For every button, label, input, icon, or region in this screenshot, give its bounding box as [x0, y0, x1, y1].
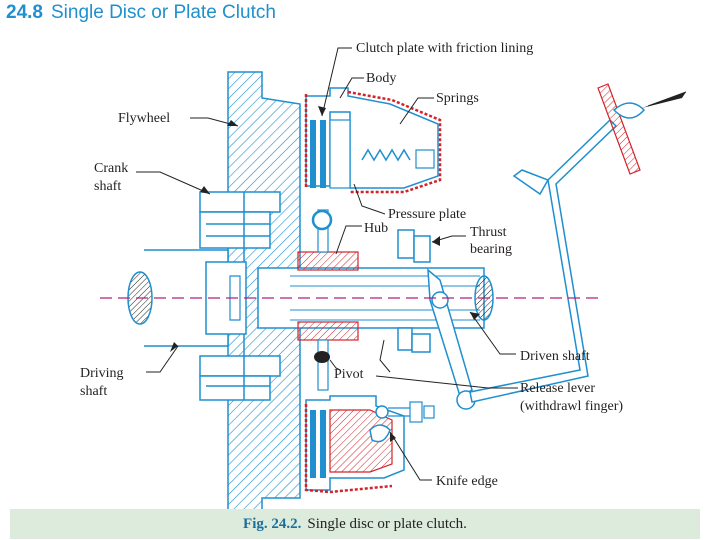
crank-shaft-flange — [199, 191, 281, 401]
pivot-black — [314, 351, 330, 363]
label-driven-shaft: Driven shaft — [520, 349, 590, 364]
label-crank-1: Crank — [94, 161, 128, 176]
label-thrust-1: Thrust — [470, 225, 507, 240]
label-release-lever-2: (withdrawl finger) — [520, 399, 623, 414]
figure-caption: Fig. 24.2. Single disc or plate clutch. — [10, 509, 700, 539]
section-heading: 24.8 Single Disc or Plate Clutch — [6, 2, 276, 24]
label-release-lever-1: Release lever — [520, 381, 595, 396]
clutch-body-bottom — [304, 395, 435, 494]
label-pressure-plate: Pressure plate — [388, 207, 466, 222]
label-driving-2: shaft — [80, 384, 107, 399]
driving-shaft — [127, 249, 247, 347]
release-lever — [427, 118, 618, 410]
section-number: 24.8 — [6, 2, 43, 23]
label-knife-edge: Knife edge — [436, 474, 498, 489]
label-crank-2: shaft — [94, 179, 121, 194]
pedal-force-arrow — [647, 91, 687, 107]
label-thrust-2: bearing — [470, 242, 512, 257]
label-clutch-plate: Clutch plate with friction lining — [356, 41, 533, 56]
figure-caption-text: Single disc or plate clutch. — [307, 515, 467, 532]
label-body: Body — [366, 71, 396, 86]
clutch-body-top — [304, 87, 442, 194]
thrust-bearing — [397, 229, 431, 353]
leader-lines — [136, 47, 518, 481]
figure-number: Fig. 24.2. — [243, 515, 302, 532]
label-flywheel: Flywheel — [118, 111, 170, 126]
label-hub: Hub — [364, 221, 388, 236]
label-springs: Springs — [436, 91, 479, 106]
section-title: Single Disc or Plate Clutch — [50, 2, 276, 23]
label-driving-1: Driving — [80, 366, 124, 381]
label-pivot: Pivot — [334, 367, 364, 382]
pedal — [597, 83, 646, 175]
hub — [297, 209, 359, 391]
pivot-ring — [311, 209, 333, 231]
